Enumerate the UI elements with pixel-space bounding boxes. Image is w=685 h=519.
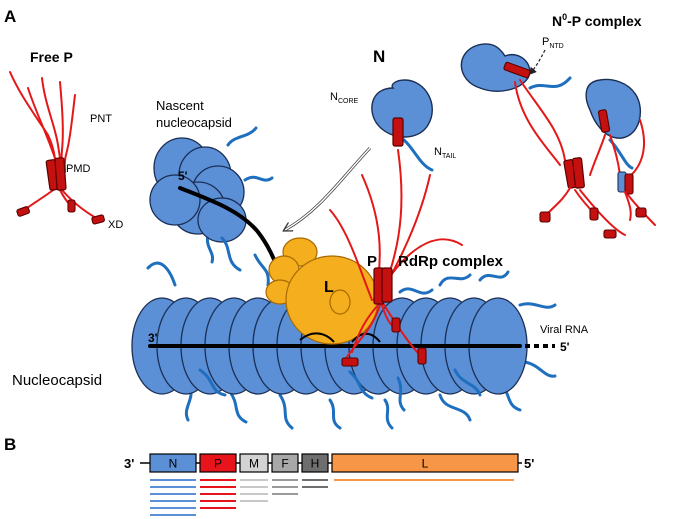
nascent-label-line2: nucleocapsid (156, 115, 232, 130)
nc-5prime-label: 5' (560, 340, 570, 354)
gene-box-f (271, 453, 299, 473)
gene-label-p: P (214, 457, 222, 471)
n0p-xd-3 (603, 229, 617, 239)
gene-label-h: H (311, 457, 320, 471)
n0p-label: N0-P complex (552, 12, 642, 29)
panel-b-label: B (4, 435, 16, 454)
nascent-label-line1: Nascent (156, 98, 204, 113)
gene-label-l: L (422, 457, 429, 471)
nucleocapsid-label: Nucleocapsid (12, 372, 102, 389)
arrow-n-shaft-outer (284, 146, 372, 232)
gene-box-p (199, 453, 237, 473)
nascent-nucleocapsid-group: Nascent nucleocapsid 5' (149, 98, 282, 277)
n0p-pmd-helix-2 (572, 157, 585, 189)
pntd-label: PNTD (542, 36, 564, 50)
n0-pntd-1 (503, 61, 531, 79)
genome-3prime-label: 3' (124, 456, 134, 471)
genome-5prime-label: 5' (524, 456, 534, 471)
rdrp-complex-label: RdRp complex (398, 253, 504, 270)
gene-box-l (331, 453, 519, 473)
xd-domain-3 (91, 214, 105, 225)
gene-label-n: N (169, 457, 178, 471)
n0-pntd-2 (597, 109, 611, 133)
genome-map: 3' 5' N P M F H L (124, 453, 534, 516)
free-p-group: Free P PNT PMD XD (9, 49, 123, 231)
l-polymerase-group: L (265, 237, 381, 345)
panel-a-label: A (4, 7, 16, 26)
xd-domain-2 (67, 199, 76, 213)
n0p-red-helix (624, 173, 634, 195)
gene-box-n (149, 453, 197, 473)
rdrp-xd-2 (417, 347, 427, 365)
n-label: N (373, 47, 385, 66)
rdrp-xd-3 (341, 357, 359, 367)
nc-3prime-label: 3' (148, 331, 158, 345)
xd-label: XD (108, 219, 123, 231)
pmd-label: PMD (66, 163, 91, 175)
nascent-5prime-label: 5' (178, 169, 188, 183)
pnt-label: PNT (90, 113, 112, 125)
free-p-label: Free P (30, 49, 73, 65)
ntail-label: NTAIL (434, 146, 456, 160)
gene-label-f: F (281, 457, 288, 471)
rdrp-p-group: P RdRp complex (329, 149, 504, 367)
gene-box-h (301, 453, 329, 473)
pmd-helix-2 (54, 157, 67, 191)
arrow-n-to-nascent (285, 147, 371, 230)
n-bound-p-helix (392, 117, 404, 147)
viral-rna-label: Viral RNA (540, 324, 589, 336)
free-n-group: N NCORE NTAIL (330, 47, 456, 172)
n0p-complex-group: N0-P complex PNTD (460, 12, 656, 239)
n0p-xd-1 (539, 211, 551, 223)
gene-label-m: M (249, 457, 259, 471)
l-label: L (324, 279, 334, 296)
gene-box-m (239, 453, 269, 473)
xd-domain-1 (16, 206, 30, 217)
nucleocapsid-group: 3' 5' Viral RNA Nucleocapsid (12, 236, 589, 430)
ncore-label: NCORE (330, 91, 359, 105)
rdrp-p-label: P (367, 253, 377, 270)
rdrp-xd-1 (391, 317, 401, 333)
n0p-xd-4 (635, 207, 647, 218)
n0p-xd-2 (589, 207, 599, 221)
rdrp-pmd-helix-2 (381, 267, 393, 303)
